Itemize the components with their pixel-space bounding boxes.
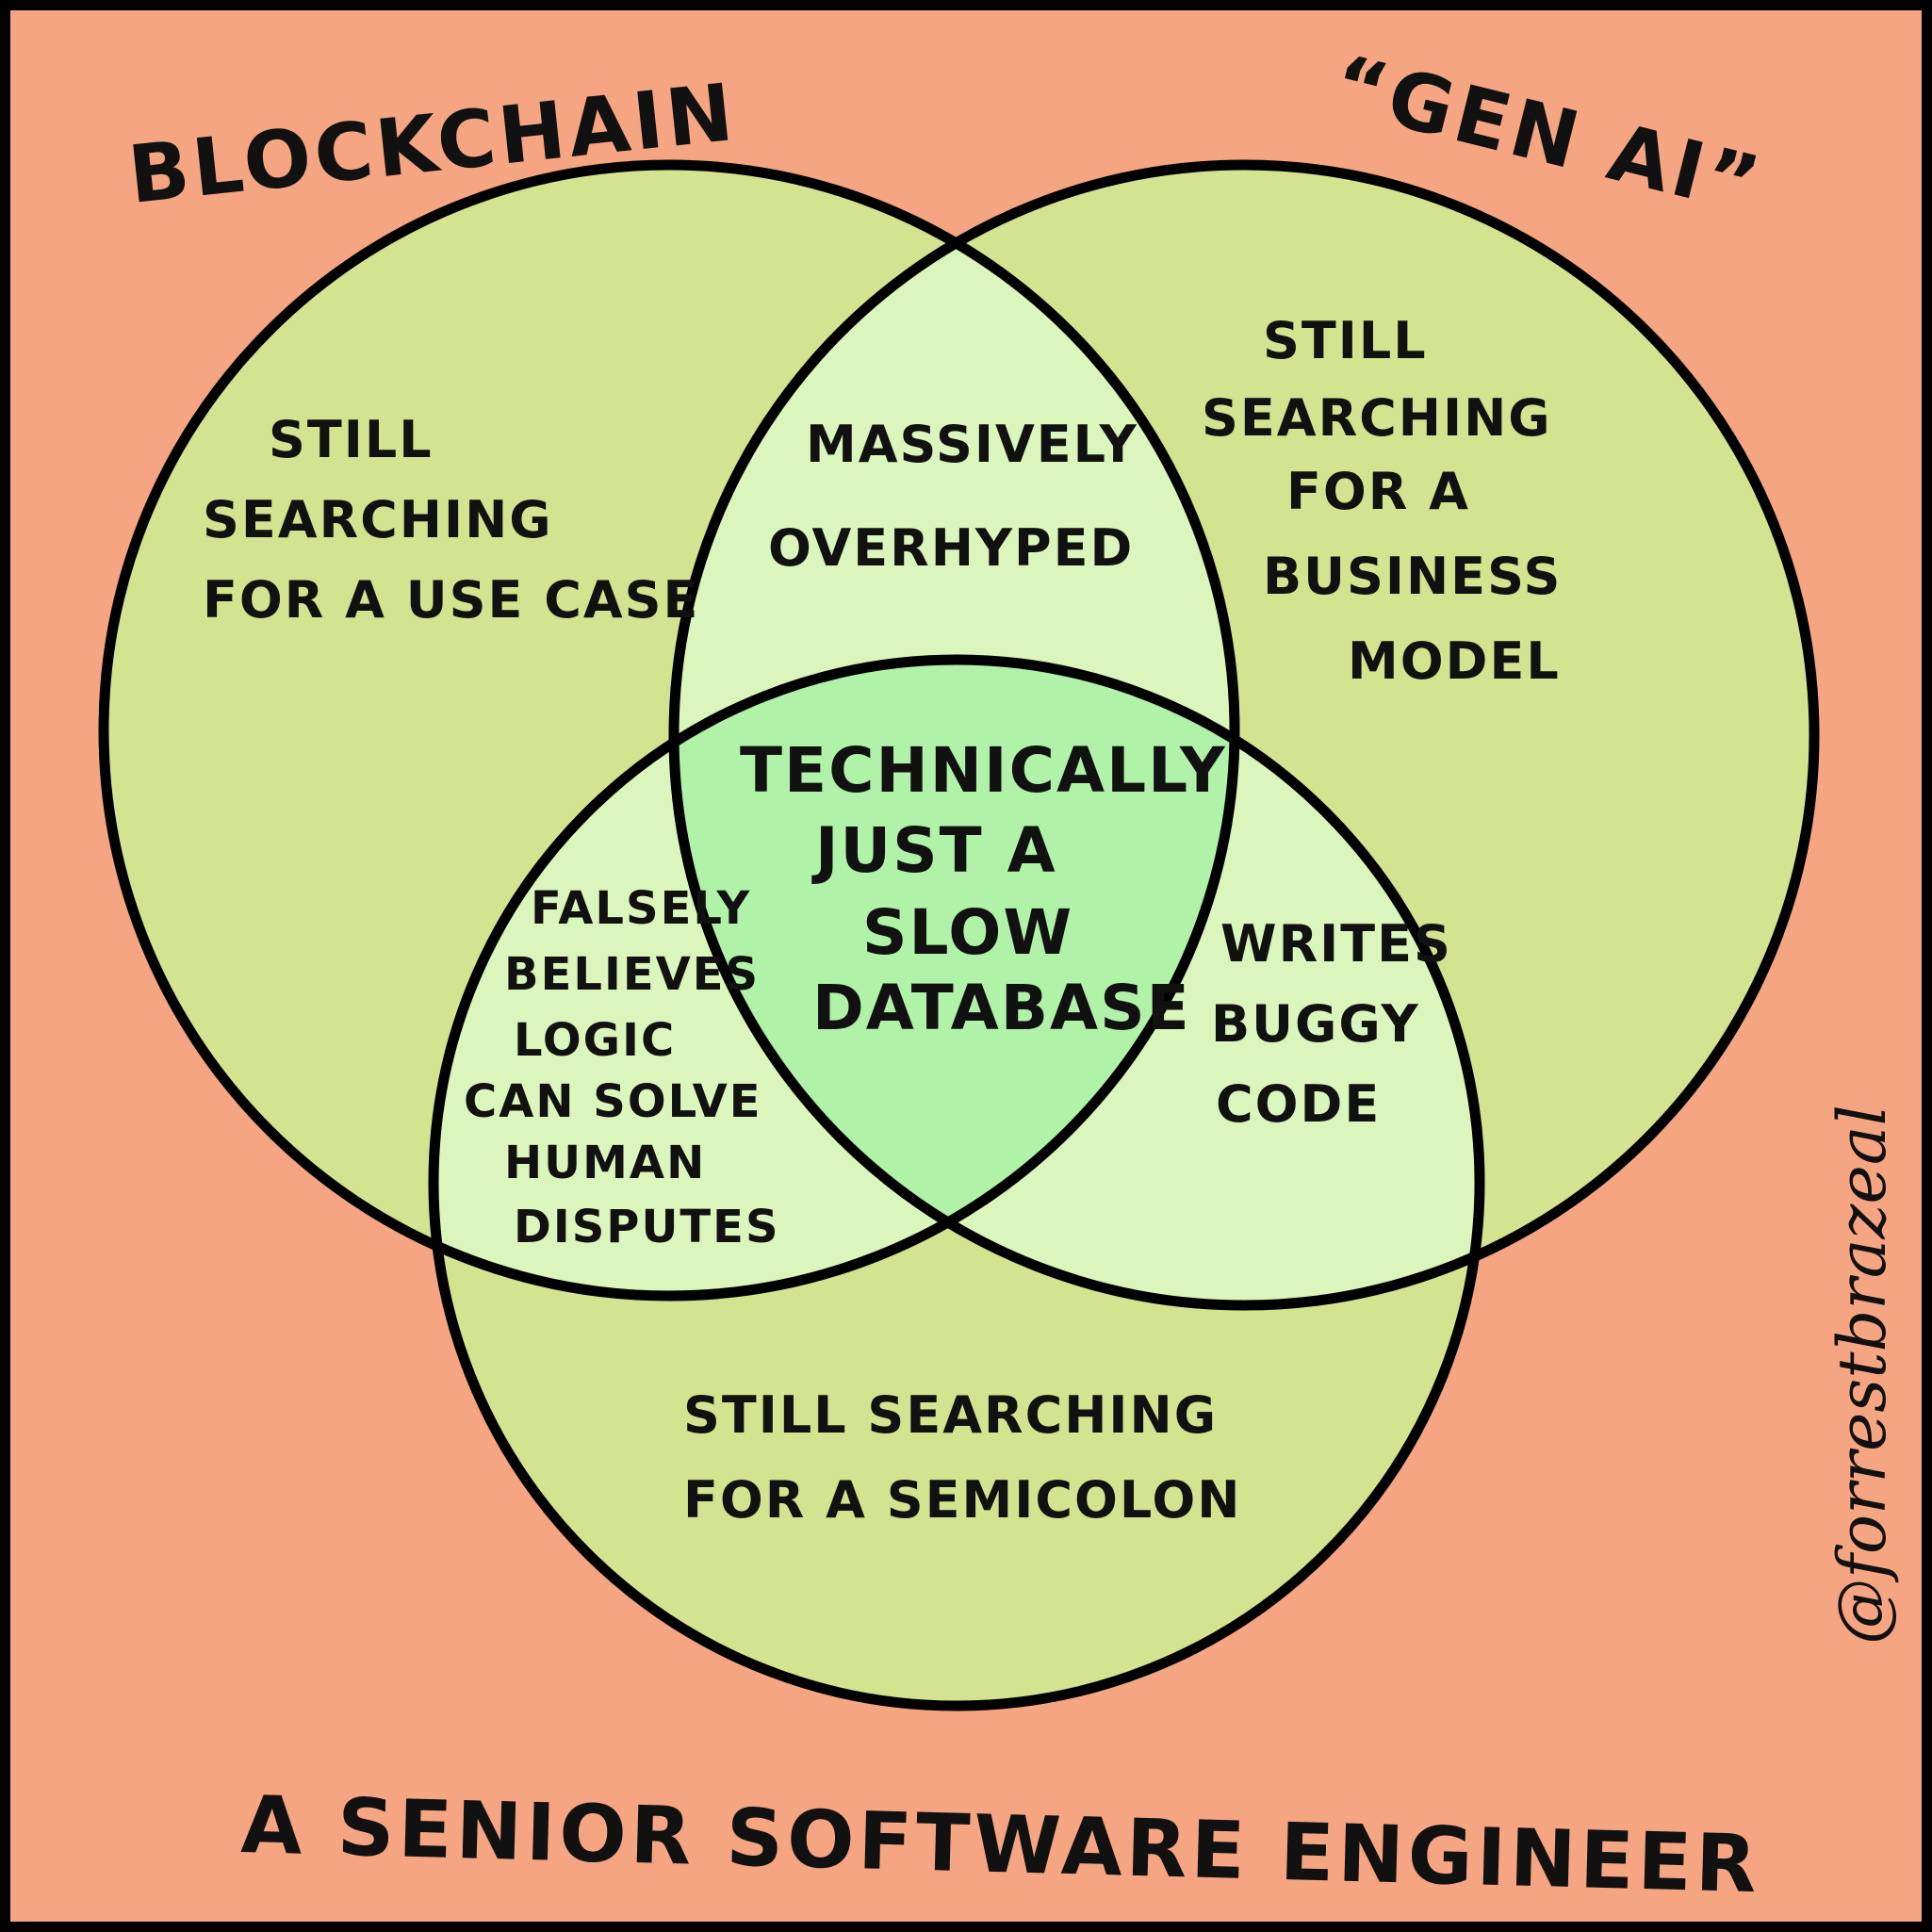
- region-line: STILL: [1263, 311, 1428, 370]
- region-line: CODE: [1216, 1074, 1381, 1134]
- region-line: FOR A: [1286, 462, 1470, 521]
- region-line: WRITES: [1220, 914, 1452, 974]
- engineer-only-region-text: STILL SEARCHING FOR A SEMICOLON: [683, 1385, 1242, 1530]
- region-line: FOR A SEMICOLON: [683, 1470, 1242, 1530]
- region-line: TECHNICALLY: [740, 734, 1227, 807]
- blockchain-gen-ai-region-text: MASSIVELY OVERHYPED: [768, 415, 1138, 578]
- all-three-region-text: TECHNICALLY JUST A SLOW DATABASE: [740, 734, 1227, 1044]
- region-line: OVERHYPED: [768, 518, 1134, 578]
- gen-ai-circle-outline: [668, 159, 1820, 1311]
- circle-outlines: [98, 159, 1820, 1711]
- region-line: DISPUTES: [514, 1201, 780, 1253]
- engineer-set-label: A SENIOR SOFTWARE ENGINEER: [239, 1778, 1760, 1910]
- region-line: FALSELY: [531, 882, 751, 935]
- engineer-circle-outline: [428, 654, 1485, 1711]
- region-line: BUSINESS: [1263, 547, 1562, 606]
- region-line: DATABASE: [812, 972, 1191, 1044]
- blockchain-engineer-region-text: FALSELY BELIEVES LOGIC CAN SOLVE HUMAN D…: [464, 882, 780, 1253]
- artist-credit: @forrestbrazeal: [1824, 1105, 1901, 1645]
- blockchain-only-region-text: STILL SEARCHING FOR A USE CASE: [203, 410, 699, 630]
- region-line: MASSIVELY: [806, 415, 1138, 474]
- region-line: MODEL: [1348, 631, 1561, 691]
- gen-ai-engineer-region-text: WRITES BUGGY CODE: [1211, 914, 1452, 1134]
- region-line: STILL: [269, 410, 434, 469]
- region-line: BELIEVES: [504, 948, 760, 1001]
- region-line: JUST A: [811, 814, 1057, 887]
- region-line: FOR A USE CASE: [203, 570, 699, 630]
- region-line: SEARCHING: [203, 490, 553, 549]
- region-line: SEARCHING: [1202, 388, 1552, 448]
- gen-ai-only-region-text: STILL SEARCHING FOR A BUSINESS MODEL: [1202, 311, 1562, 691]
- region-line: BUGGY: [1211, 994, 1420, 1054]
- region-line: SLOW: [862, 896, 1073, 969]
- region-line: HUMAN: [504, 1137, 706, 1189]
- region-line: CAN SOLVE: [464, 1075, 762, 1128]
- region-line: LOGIC: [514, 1014, 676, 1067]
- blockchain-circle-outline: [98, 159, 1240, 1302]
- region-line: STILL SEARCHING: [683, 1385, 1218, 1445]
